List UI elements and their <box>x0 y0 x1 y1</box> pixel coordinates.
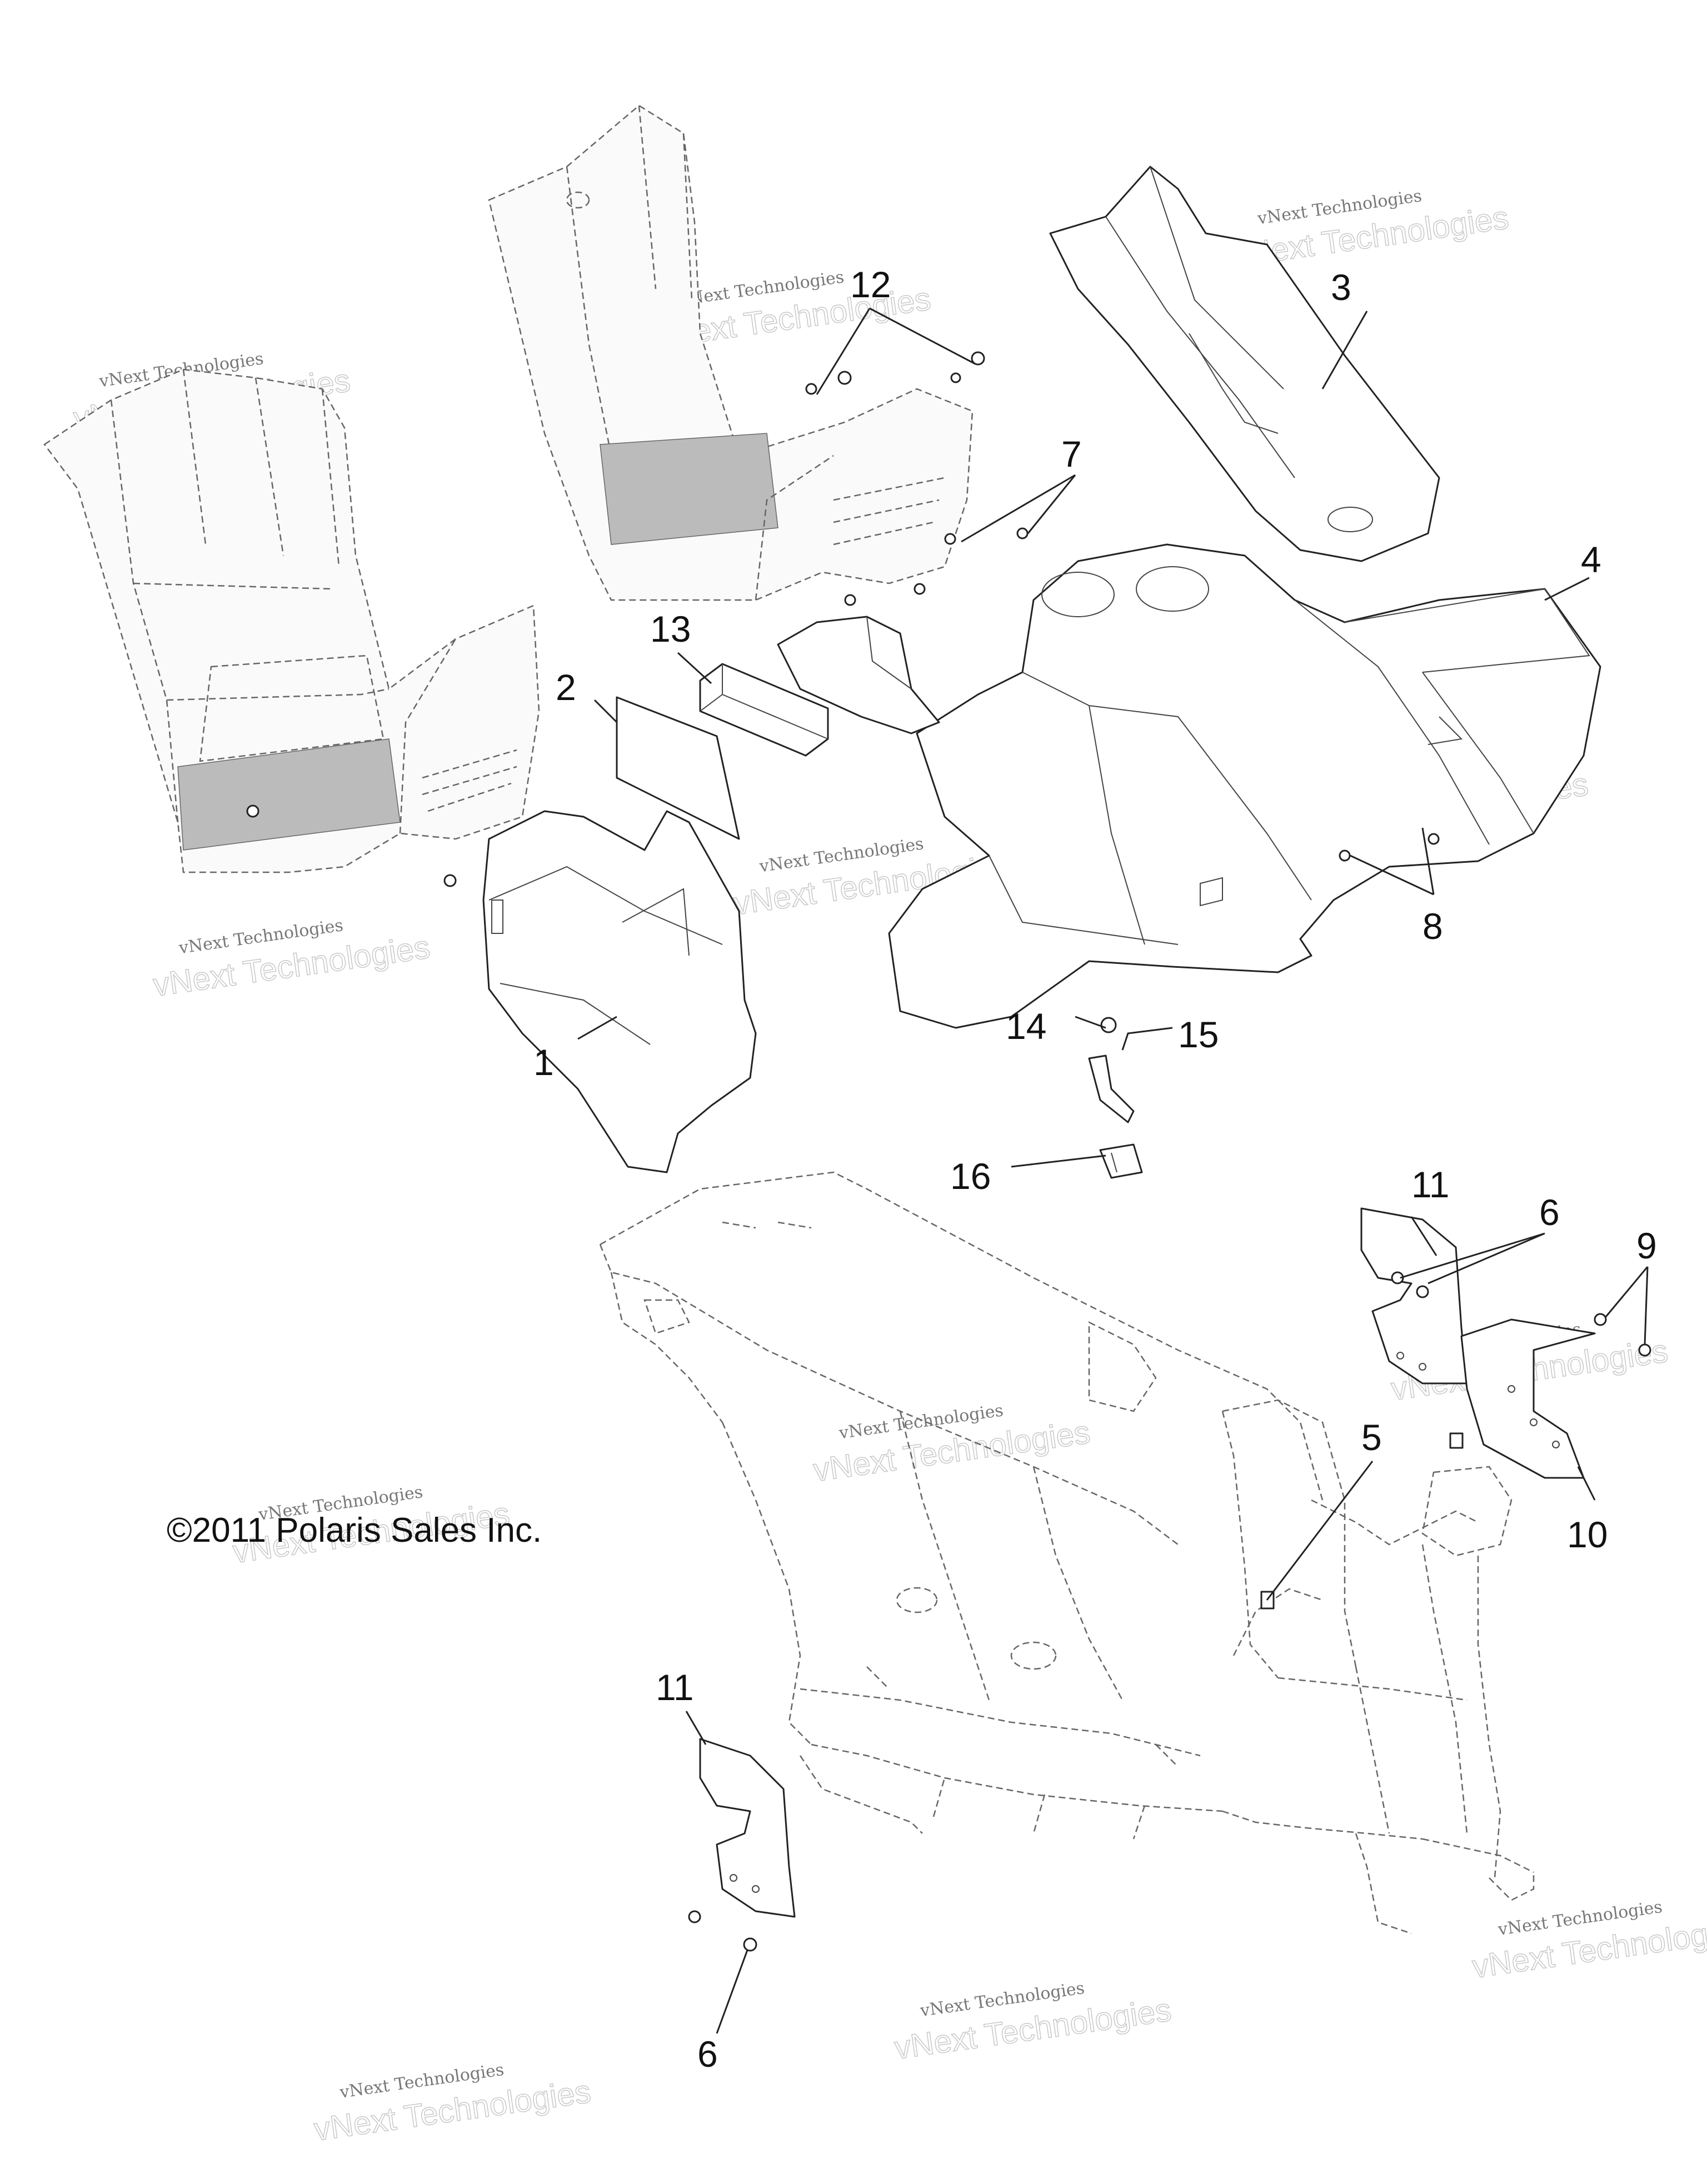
screw <box>844 594 856 606</box>
screw <box>1416 1285 1429 1298</box>
screw <box>1594 1313 1607 1326</box>
fasteners <box>246 351 1651 1952</box>
callout-11: 11 <box>1411 1164 1450 1205</box>
screw <box>688 1910 701 1923</box>
callout-6: 6 <box>1539 1192 1560 1233</box>
screw <box>1428 833 1440 845</box>
callout-12: 12 <box>850 264 891 305</box>
callout-9: 9 <box>1636 1225 1657 1266</box>
callout-16: 16 <box>950 1156 991 1197</box>
clip <box>1449 1432 1464 1449</box>
callout-14: 14 <box>1006 1006 1046 1047</box>
callout-15: 15 <box>1178 1014 1219 1055</box>
screw <box>246 804 259 818</box>
callout-4: 4 <box>1581 539 1601 580</box>
part-15-hose <box>1088 1054 1135 1123</box>
callout-2: 2 <box>556 667 576 708</box>
callout-13: 13 <box>650 608 691 649</box>
part-4-front-fender <box>888 543 1601 1029</box>
callout-3: 3 <box>1331 267 1351 308</box>
part-1-side-panel <box>482 810 757 1173</box>
callout-11: 11 <box>656 1667 694 1708</box>
part-11-plate-upper <box>1360 1207 1468 1385</box>
part-11-plate-lower <box>699 1738 796 1918</box>
callout-10: 10 <box>1567 1514 1608 1555</box>
screw <box>805 383 817 395</box>
left-footwell-ghost <box>43 368 540 873</box>
copyright-text: ©2011 Polaris Sales Inc. <box>167 1511 542 1550</box>
screw <box>1016 527 1029 539</box>
callout-numbers: 1 2 3 4 5 6 6 7 8 9 10 11 11 12 13 14 15… <box>533 264 1657 2075</box>
part-13-foam-block <box>699 663 829 757</box>
frame-ghost <box>599 1171 1535 1935</box>
screw <box>443 874 457 887</box>
screw <box>1638 1343 1651 1357</box>
callout-6: 6 <box>697 2033 718 2075</box>
screw <box>944 533 956 545</box>
screw <box>971 351 985 366</box>
callout-1: 1 <box>533 1042 554 1083</box>
callout-7: 7 <box>1061 433 1082 474</box>
screw <box>1339 849 1351 862</box>
right-footwell-ghost <box>488 104 974 601</box>
part-10-bracket <box>1460 1318 1596 1479</box>
fender-flap <box>777 616 940 734</box>
screw <box>743 1937 757 1952</box>
leader-lines <box>577 307 1649 2034</box>
part-16-clamp <box>1099 1143 1143 1179</box>
part-3-top-cover <box>1049 166 1440 562</box>
callout-5: 5 <box>1361 1417 1382 1458</box>
screw <box>950 372 961 383</box>
nut <box>1100 1017 1117 1033</box>
screw <box>837 371 852 385</box>
screw <box>914 583 926 595</box>
part-2-decal <box>616 696 740 840</box>
callout-8: 8 <box>1422 906 1443 947</box>
